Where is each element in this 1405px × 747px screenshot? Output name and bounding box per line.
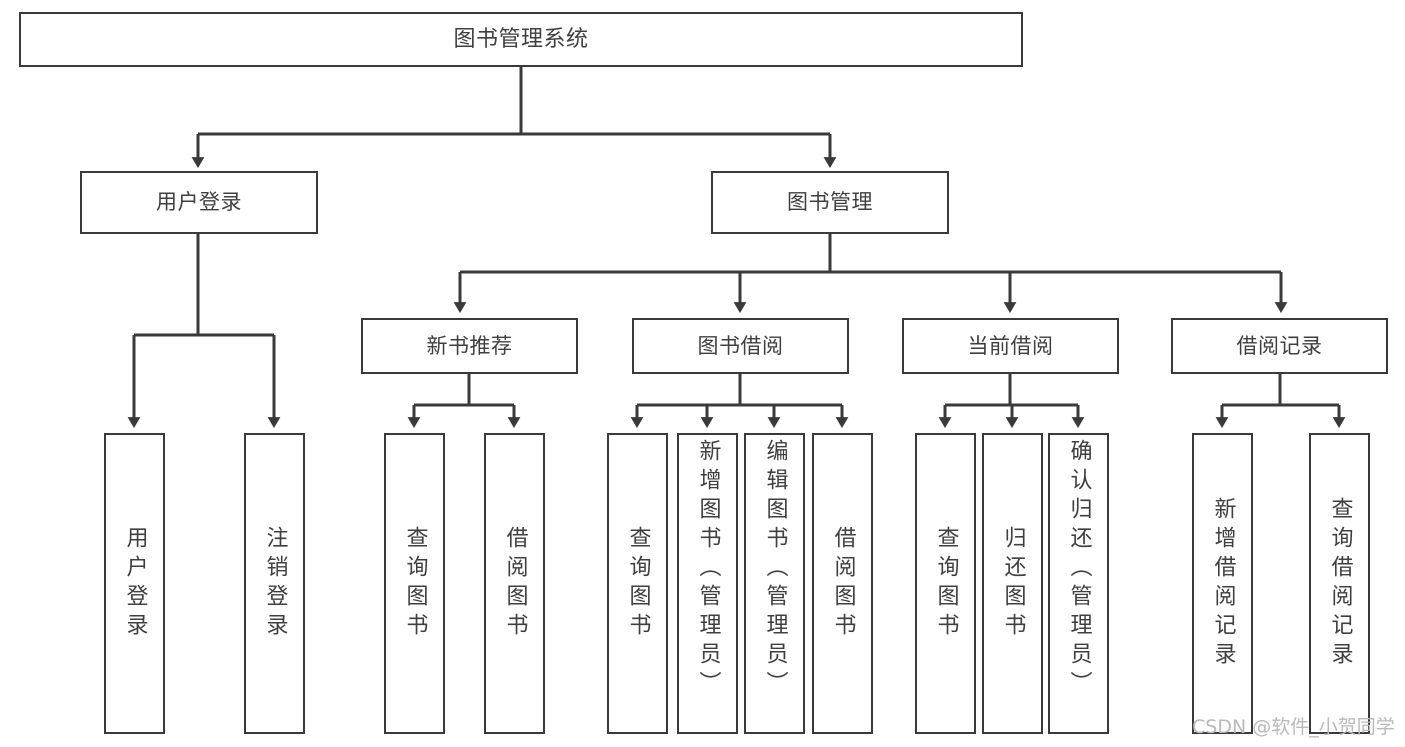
- node-label: 图书管理: [787, 190, 873, 215]
- leaf-confirm-return-admin[interactable]: 确认归还（管理员）: [1048, 433, 1109, 734]
- node-label: 用户登录: [156, 190, 242, 215]
- node-label: 借阅图书: [502, 525, 528, 642]
- node-current-borrowing[interactable]: 当前借阅: [902, 318, 1119, 374]
- node-label: 归还图书: [1000, 525, 1026, 642]
- node-label: 图书借阅: [697, 333, 784, 358]
- leaf-query-borrow-record[interactable]: 查询借阅记录: [1309, 433, 1370, 734]
- node-book-borrowing[interactable]: 图书借阅: [632, 318, 849, 374]
- node-label: 查询借阅记录: [1327, 496, 1353, 671]
- node-label: 借阅图书: [830, 525, 856, 642]
- node-book-management[interactable]: 图书管理: [711, 171, 949, 234]
- node-label: 新增图书（管理员）: [695, 439, 721, 700]
- leaf-return-book[interactable]: 归还图书: [982, 433, 1043, 734]
- leaf-edit-book-admin[interactable]: 编辑图书（管理员）: [744, 433, 805, 734]
- node-label: 确认归还（管理员）: [1066, 439, 1092, 700]
- node-label: 查询图书: [933, 525, 959, 642]
- node-label: 编辑图书（管理员）: [762, 439, 788, 700]
- leaf-query-book-borrowing[interactable]: 查询图书: [607, 433, 668, 734]
- node-label: 查询图书: [625, 525, 651, 642]
- leaf-query-book-recommendation[interactable]: 查询图书: [384, 433, 445, 734]
- node-label: 图书管理系统: [453, 26, 589, 52]
- node-label: 注销登录: [262, 525, 288, 642]
- node-new-book-recommendation[interactable]: 新书推荐: [361, 318, 578, 374]
- leaf-borrow-book-borrowing[interactable]: 借阅图书: [812, 433, 873, 734]
- leaf-user-login[interactable]: 用户登录: [104, 433, 165, 734]
- node-user-login[interactable]: 用户登录: [80, 171, 318, 234]
- leaf-add-borrow-record[interactable]: 新增借阅记录: [1192, 433, 1253, 734]
- leaf-logout[interactable]: 注销登录: [244, 433, 305, 734]
- leaf-borrow-book-recommendation[interactable]: 借阅图书: [484, 433, 545, 734]
- node-label: 新书推荐: [426, 333, 513, 358]
- csdn-watermark: CSDN @软件_小贺同学: [1192, 716, 1395, 738]
- node-root-system[interactable]: 图书管理系统: [19, 12, 1023, 67]
- leaf-add-book-admin[interactable]: 新增图书（管理员）: [677, 433, 738, 734]
- node-label: 用户登录: [122, 525, 148, 642]
- node-label: 新增借阅记录: [1210, 496, 1236, 671]
- node-borrow-records[interactable]: 借阅记录: [1171, 318, 1388, 374]
- node-label: 当前借阅: [967, 333, 1054, 358]
- leaf-query-book-current[interactable]: 查询图书: [915, 433, 976, 734]
- node-label: 借阅记录: [1236, 333, 1323, 358]
- node-label: 查询图书: [402, 525, 428, 642]
